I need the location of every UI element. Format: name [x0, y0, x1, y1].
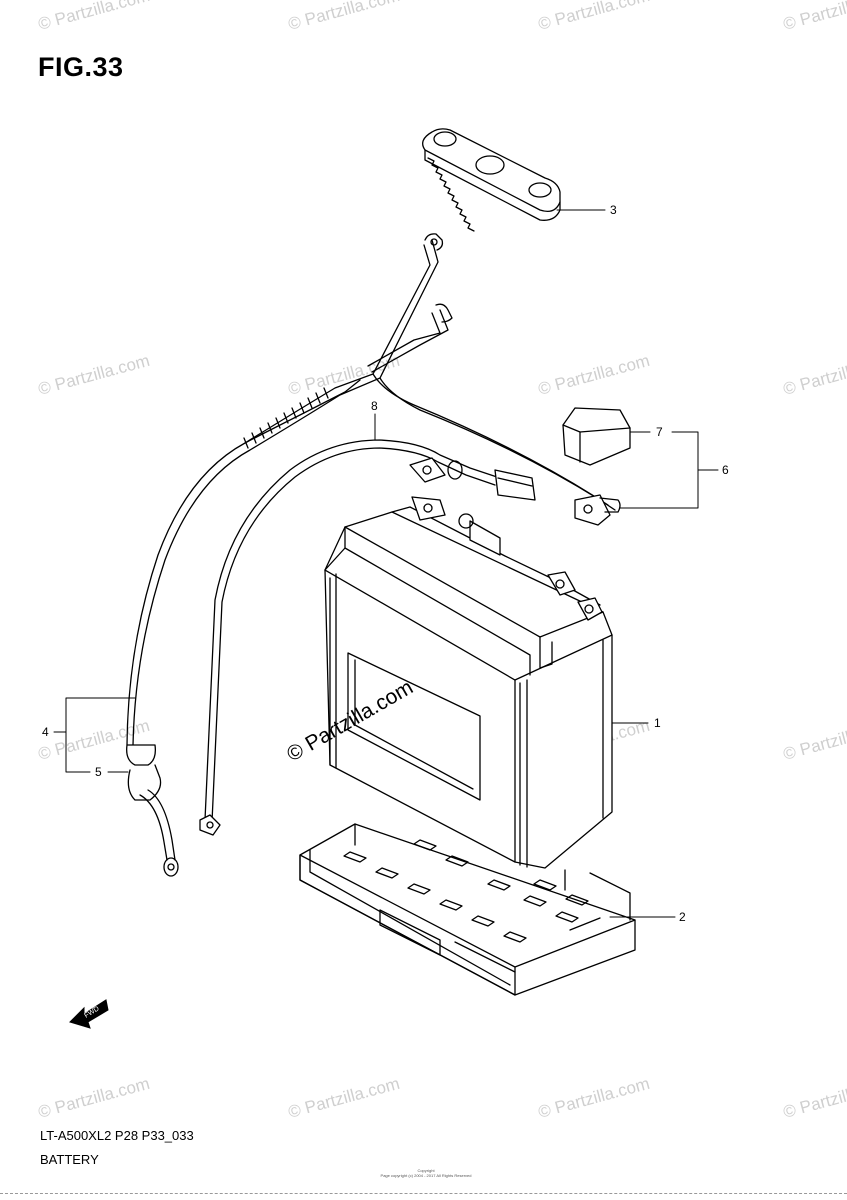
model-code: LT-A500XL2 P28 P33_033	[40, 1128, 194, 1143]
callout-leaders	[53, 209, 719, 918]
negative-cable-part[interactable]	[126, 233, 444, 877]
battery-pad-part[interactable]	[422, 128, 561, 232]
watermark-text: © Partzilla.com	[781, 351, 847, 399]
copyright-notice: Copyright Page copyright (c) 2004 - 2017…	[366, 1168, 486, 1178]
watermark-text: © Partzilla.com	[536, 0, 652, 34]
copyright-line-1: Copyright	[417, 1168, 435, 1173]
battery-part[interactable]	[324, 496, 613, 869]
callout-6[interactable]: 6	[722, 463, 729, 477]
watermark-text: © Partzilla.com	[286, 1074, 402, 1122]
watermark-text: © Partzilla.com	[536, 1074, 652, 1122]
copyright-line-2: Page copyright (c) 2004 - 2017 All Right…	[380, 1173, 472, 1178]
watermark-text: © Partzilla.com	[36, 351, 152, 399]
callout-1[interactable]: 1	[654, 716, 661, 730]
terminal-cap-part[interactable]	[562, 407, 631, 466]
bottom-divider	[0, 1193, 847, 1194]
watermark-text: © Partzilla.com	[36, 0, 152, 34]
watermark-text: © Partzilla.com	[781, 0, 847, 34]
watermark-text: © Partzilla.com	[286, 351, 402, 399]
sensor-lead-part[interactable]	[199, 439, 536, 836]
watermark-text: © Partzilla.com	[286, 0, 402, 34]
watermark-text: © Partzilla.com	[36, 1074, 152, 1122]
watermark-text: © Partzilla.com	[781, 1074, 847, 1122]
callout-4[interactable]: 4	[42, 725, 49, 739]
callout-8[interactable]: 8	[371, 399, 378, 413]
fwd-arrow-icon: FWD	[69, 999, 109, 1029]
battery-tray-part[interactable]	[299, 823, 636, 996]
positive-cable-part[interactable]	[367, 303, 621, 526]
watermark-text: © Partzilla.com	[781, 716, 847, 764]
section-name: BATTERY	[40, 1152, 99, 1167]
callout-7[interactable]: 7	[656, 425, 663, 439]
callout-labels: 1 2 3 4 5 6 7 8	[42, 203, 729, 924]
callout-3[interactable]: 3	[610, 203, 617, 217]
watermark-text: © Partzilla.com	[536, 351, 652, 399]
callout-5[interactable]: 5	[95, 765, 102, 779]
figure-title: FIG.33	[38, 52, 124, 82]
callout-2[interactable]: 2	[679, 910, 686, 924]
